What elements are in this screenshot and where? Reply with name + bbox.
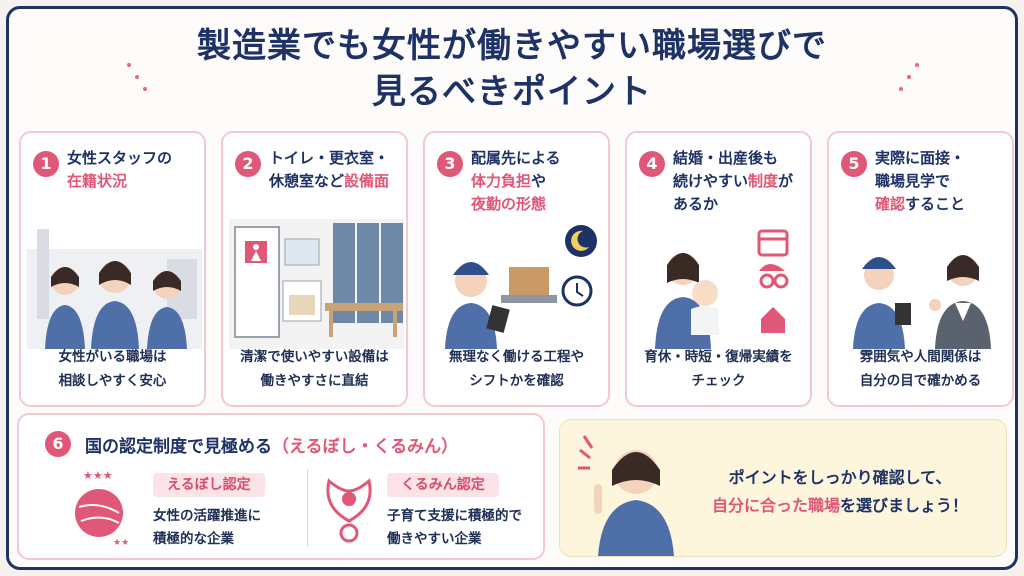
svg-text:★★★: ★★★ [83, 469, 113, 482]
facilities-illustration-icon [229, 219, 404, 349]
card-heading: 配属先による 体力負担や 夜勤の形態 [471, 149, 561, 213]
svg-text:★★: ★★ [113, 538, 129, 547]
card-description: 女性がいる職場は相談しやすく安心 [58, 349, 167, 389]
point-card-women-staff: 1 女性スタッフの 在籍状況 女性がいる職場は相談しやすく安心 [19, 131, 206, 407]
card-description: 清潔で使いやすい設備は働きやすさに直結 [240, 349, 389, 389]
number-badge: 6 [45, 431, 71, 457]
point-card-interview: 5 実際に面接・ 職場見学で 確認すること 雰囲気や人間関係は自分の目で確かめる [827, 131, 1014, 407]
card-description: 雰囲気や人間関係は自分の目で確かめる [859, 349, 982, 389]
card-heading: 女性スタッフの 在籍状況 [67, 149, 173, 190]
eruboshi-tag: えるぼし認定 [153, 473, 265, 497]
kurumin-tag: くるみん認定 [387, 473, 499, 497]
closing-message: ポイントをしっかり確認して、 自分に合った職場を選びましょう！ [711, 468, 969, 515]
number-badge: 1 [33, 151, 59, 177]
card-description: 無理なく働ける工程やシフトかを確認 [449, 349, 584, 389]
sparkle-left-icon [123, 61, 163, 101]
number-badge: 3 [437, 151, 463, 177]
eruboshi-description: 女性の活躍推進に積極的な企業 [153, 508, 261, 547]
number-badge: 4 [639, 151, 665, 177]
point-card-facilities: 2 トイレ・更衣室・ 休憩室など設備面 清潔で使いやすい設備は働きやすさに直結 [221, 131, 408, 407]
mother-baby-illustration-icon [655, 229, 789, 349]
eruboshi-mark-icon: ★★★ ★★ [75, 469, 129, 547]
card-heading: 結婚・出産後も 続けやすい制度が あるか [673, 149, 794, 213]
sparkle-right-icon [885, 61, 925, 101]
page-title: 製造業でも女性が働きやすい職場選びで 見るべきポイント [197, 26, 827, 112]
certification-heading: 国の認定制度で見極める（えるぼし・くるみん） [85, 437, 459, 457]
number-badge: 5 [841, 151, 867, 177]
pointing-woman-illustration-icon [578, 435, 674, 556]
infographic-frame: 製造業でも女性が働きやすい職場選びで 見るべきポイント 1 女性スタッフの 在籍… [6, 6, 1018, 570]
interview-illustration-icon [853, 255, 991, 349]
point-card-support-system: 4 結婚・出産後も 続けやすい制度が あるか 育休・時短・復帰実績をチェック [625, 131, 812, 407]
point-card-physical-load: 3 配属先による 体力負担や 夜勤の形態 無理なく働ける工程やシフトかを確認 [423, 131, 610, 407]
women-staff-illustration-icon [27, 229, 202, 349]
kurumin-mark-icon [326, 478, 372, 543]
card-heading: トイレ・更衣室・ 休憩室など設備面 [269, 149, 390, 190]
card-description: 育休・時短・復帰実績をチェック [644, 349, 793, 389]
closing-callout: ポイントをしっかり確認して、 自分に合った職場を選びましょう！ [559, 419, 1007, 557]
card-heading: 実際に面接・ 職場見学で 確認すること [875, 149, 966, 213]
worker-clipboard-illustration-icon [445, 225, 597, 349]
number-badge: 2 [235, 151, 261, 177]
kurumin-description: 子育て支援に積極的で働きやすい企業 [387, 508, 522, 547]
certification-card: 6 国の認定制度で見極める（えるぼし・くるみん） ★★★ ★★ えるぼし認定 女… [17, 413, 545, 560]
divider [307, 469, 308, 547]
